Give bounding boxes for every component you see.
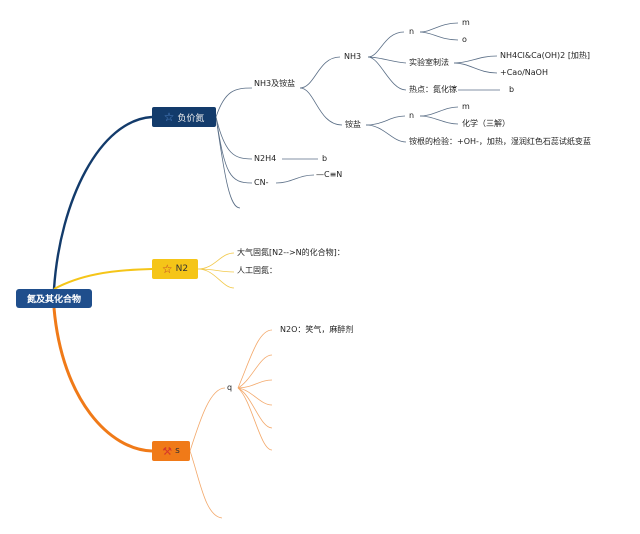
- topic-hotspot[interactable]: 热点：氮化镓: [409, 85, 457, 94]
- branch-label: s: [175, 446, 180, 456]
- topic-cn-bond[interactable]: —C≡N: [316, 170, 343, 179]
- branch-s[interactable]: ⚒ s: [152, 441, 190, 461]
- connector-root-branch1: [52, 115, 153, 290]
- topic-n2h4[interactable]: N2H4: [254, 154, 277, 163]
- topic-artificial-fixation[interactable]: 人工固氮：: [237, 266, 277, 275]
- topic-ammonium-m[interactable]: m: [462, 102, 470, 111]
- star-outline-icon: ☆: [163, 110, 175, 124]
- topic-nh3[interactable]: NH3: [344, 52, 362, 61]
- topic-ammonium-test[interactable]: 铵根的检验：+OH-，加热，湿润红色石蕊试纸变蓝: [409, 137, 591, 146]
- topic-nh3-n[interactable]: n: [409, 27, 415, 36]
- topic-hotspot-b[interactable]: b: [509, 85, 515, 94]
- branch-label: 负价氮: [177, 113, 205, 124]
- topic-ammonium-n[interactable]: n: [409, 111, 415, 120]
- hammer-wrench-icon: ⚒: [162, 444, 173, 458]
- star-outline-icon: ☆: [161, 262, 173, 276]
- topic-lab-prep[interactable]: 实验室制法: [409, 58, 449, 67]
- topic-ammonium-chem[interactable]: 化学（三解）: [462, 119, 510, 128]
- topic-nh3-m[interactable]: m: [462, 18, 470, 27]
- connector-root-branch3: [52, 307, 153, 453]
- topic-nh3-and-ammonium[interactable]: NH3及铵盐: [254, 79, 296, 88]
- topic-ammonium[interactable]: 铵盐: [345, 120, 361, 129]
- topic-lab-prep-1[interactable]: NH4Cl&Ca(OH)2 [加热]: [500, 51, 591, 60]
- topic-q[interactable]: q: [227, 383, 233, 392]
- branch-n2[interactable]: ☆ N2: [152, 259, 198, 279]
- topic-atmospheric-fixation[interactable]: 大气固氮[N2-->N的化合物]：: [237, 248, 345, 257]
- branch-label: N2: [175, 264, 189, 274]
- connector-root-branch2: [53, 268, 153, 290]
- topic-lab-prep-2[interactable]: +Cao/NaOH: [500, 68, 548, 77]
- topic-cn[interactable]: CN-: [254, 178, 269, 187]
- topic-nh3-o[interactable]: o: [462, 35, 467, 44]
- branch-negative-nitrogen[interactable]: ☆ 负价氮: [152, 107, 216, 127]
- topic-n2o[interactable]: N2O：笑气，麻醉剂: [280, 325, 354, 334]
- root-node[interactable]: 氮及其化合物: [16, 289, 92, 308]
- topic-n2h4-b[interactable]: b: [322, 154, 328, 163]
- root-label: 氮及其化合物: [26, 295, 81, 305]
